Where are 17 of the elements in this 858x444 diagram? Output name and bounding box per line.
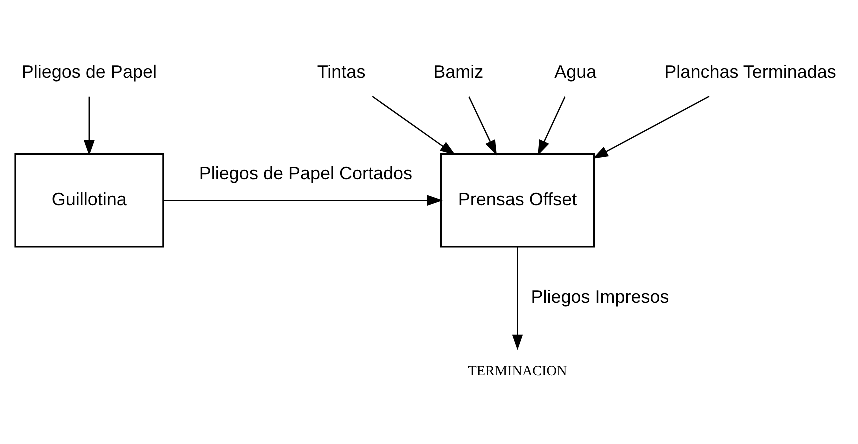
edge-label: Pliegos de Papel Cortados [199, 163, 413, 184]
node-text: Bamiz [434, 62, 484, 82]
arrow [84, 96, 95, 156]
arrow [372, 96, 456, 155]
edge-label: Pliegos Impresos [531, 286, 670, 307]
node-text: Pliegos de Papel [22, 62, 157, 82]
arrow [512, 246, 524, 350]
node-text: Agua [554, 62, 597, 82]
arrow [538, 96, 566, 156]
node-text: TERMINACION [468, 362, 568, 379]
arrow [592, 96, 710, 159]
arrow [468, 96, 498, 156]
node-text: Planchas Terminadas [664, 62, 836, 82]
node-text: Tintas [317, 62, 366, 82]
node-box: Prensas Offset [440, 153, 596, 248]
node-box: Guillotina [14, 153, 164, 248]
arrow [164, 194, 443, 206]
